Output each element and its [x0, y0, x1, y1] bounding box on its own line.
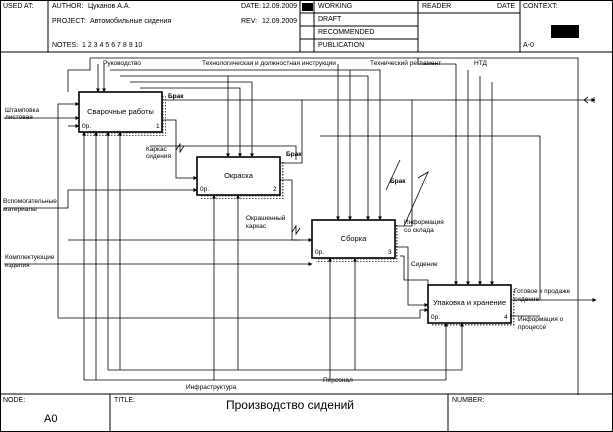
page-title: Производство сидений: [226, 398, 354, 412]
rev-value: 12.09.2009: [262, 18, 298, 25]
box-welding-cost: 0р.: [82, 123, 92, 130]
label-sidenie: Сидение: [411, 261, 438, 268]
status-publication: PUBLICATION: [318, 42, 365, 49]
arrows: [4, 57, 597, 395]
reader-date-label: DATE: [497, 3, 516, 10]
label-infra: Инфраструктура: [186, 384, 237, 391]
box-packing-title[interactable]: Упаковка и хранение: [432, 298, 507, 307]
number-label: NUMBER:: [452, 397, 485, 404]
rev-label: REV:: [241, 18, 258, 25]
label-okr-1: Окрашенный: [246, 215, 286, 222]
status-draft: DRAFT: [318, 16, 342, 23]
label-info-sklad-2: со склада: [404, 227, 434, 234]
box-painting-title[interactable]: Окраска: [224, 171, 253, 180]
activity-boxes: [78, 91, 515, 327]
box-packing-num: 4: [504, 314, 508, 321]
label-tech-reg: Технический регламент: [370, 60, 442, 67]
label-kompl-1: Комплектующие: [5, 254, 55, 261]
reader-label: READER: [422, 3, 452, 10]
squiggles: [175, 142, 429, 236]
title-label: TITLE:: [114, 397, 136, 404]
label-karkas-1: Каркас: [146, 146, 167, 153]
project-label: PROJECT:: [52, 18, 86, 25]
project-value: Автомобильные сидения: [90, 18, 172, 25]
box-assembly-cost: 0р.: [315, 249, 325, 256]
label-okr-2: каркас: [246, 223, 267, 230]
date-label: DATE:: [241, 3, 262, 10]
notes-label: NOTES:: [52, 42, 79, 49]
label-brak-3: Брак: [390, 178, 406, 185]
footer-grid: [0, 393, 612, 431]
context-box: [551, 25, 579, 38]
label-gotovoe-1: Готовое к продаже: [514, 288, 571, 295]
node-label: NODE:: [3, 397, 26, 404]
label-brak-1: Брак: [168, 93, 184, 100]
node-ref: A-0: [523, 42, 534, 49]
author-label: AUTHOR:: [52, 3, 84, 10]
label-karkas-2: сидения: [146, 153, 172, 160]
label-gotovoe-2: сидение: [514, 296, 540, 303]
author-value: Цуканов А.А.: [88, 3, 131, 10]
box-painting-num: 2: [273, 186, 277, 193]
box-welding-title[interactable]: Сварочные работы: [87, 107, 154, 116]
right-marker-icon: [583, 96, 595, 104]
label-ntd: НТД: [474, 60, 487, 67]
label-vspom-2: материалы: [3, 206, 37, 213]
box-assembly-title[interactable]: Сборка: [340, 234, 367, 243]
label-tech-instr: Технологическая и должностная инструкции: [202, 60, 336, 67]
date-value: 12.09.2009: [262, 3, 298, 10]
box-painting-cost: 0р.: [200, 186, 210, 193]
box-assembly-num: 3: [388, 249, 392, 256]
label-shtampovka-1: Штамповка: [5, 107, 40, 114]
label-info-proc-1: Информация о: [518, 316, 564, 323]
working-marker: [302, 3, 313, 11]
label-vspom-1: Вспомогательные: [3, 198, 57, 205]
status-working: WORKING: [318, 3, 353, 10]
label-info-proc-2: процессе: [518, 324, 547, 331]
used-at-label: USED AT:: [3, 3, 34, 10]
node-value: A0: [44, 413, 58, 425]
context-label: CONTEXT:: [523, 3, 558, 10]
label-kompl-2: изделия: [5, 262, 30, 269]
label-personal: Персонал: [323, 377, 353, 384]
status-recommended: RECOMMENDED: [318, 29, 375, 36]
label-rukovodstvo: Руководство: [103, 60, 141, 67]
header-grid: [0, 0, 612, 53]
label-info-sklad-1: Информация: [404, 219, 444, 226]
box-packing-cost: 0р.: [431, 314, 441, 321]
box-welding-num: 1: [156, 123, 160, 130]
notes-value: 1 2 3 4 5 6 7 8 9 10: [82, 42, 143, 49]
label-brak-2: Брак: [286, 151, 302, 158]
label-shtampovka-2: листовая: [5, 114, 33, 121]
